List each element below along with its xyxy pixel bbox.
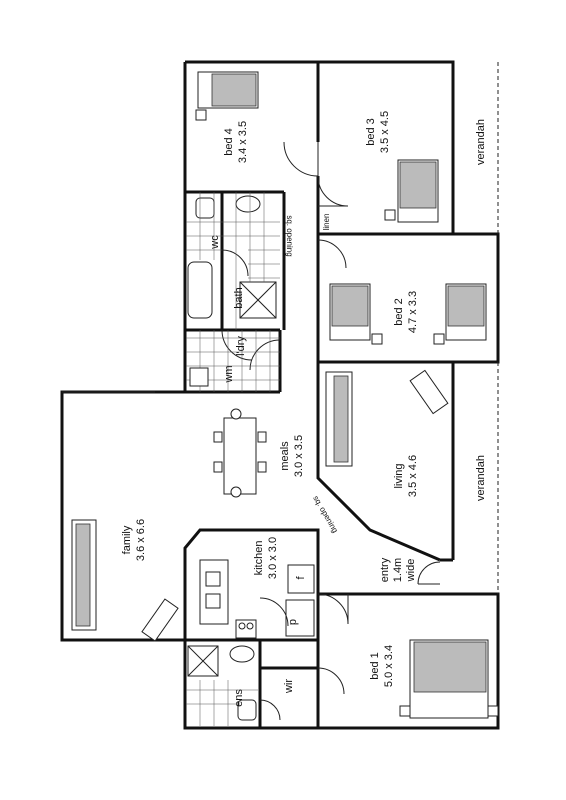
door-pantry [259,597,289,627]
label-bed1: bed 1 5.0 x 3.4 [369,645,395,687]
svg-text:bed 4: bed 4 [223,128,235,156]
svg-text:3.5 x 4.6: 3.5 x 4.6 [407,455,419,497]
svg-text:entry: entry [379,557,391,582]
door-bed2 [317,239,347,269]
label-verandah-top: verandah [475,119,487,165]
svg-text:meals: meals [279,441,291,471]
svg-text:verandah: verandah [475,455,487,501]
svg-text:sq. opening: sq. opening [285,215,294,256]
label-opening-hall: sq. opening [285,215,294,256]
svg-text:p: p [287,619,299,625]
svg-text:wir: wir [283,679,295,694]
bed3-furniture [384,159,439,223]
label-bed3: bed 3 3.5 x 4.5 [365,111,391,153]
svg-text:3.0 x 3.0: 3.0 x 3.0 [267,537,279,579]
label-living: living 3.5 x 4.6 [393,455,419,497]
bed4-furniture [195,71,259,121]
label-bed4: bed 4 3.4 x 3.5 [223,121,249,163]
svg-text:3.0 x 3.5: 3.0 x 3.5 [293,435,305,477]
svg-text:linen: linen [322,214,331,231]
wall-kitchen [183,528,320,640]
living-furniture [325,369,449,467]
door-bed4 [283,141,319,177]
svg-text:bath: bath [233,287,245,308]
door-bed3 [317,175,349,207]
bed1-furniture [399,639,499,719]
bath-fixtures [187,195,277,319]
wall-living-angled [316,392,441,562]
label-wir: wir [283,679,295,694]
svg-text:kitchen: kitchen [253,541,265,576]
ensuite-fixtures [186,645,258,726]
kitchen-fixtures [199,559,315,639]
door-wc [221,249,249,277]
svg-text:3.5 x 4.5: 3.5 x 4.5 [379,111,391,153]
door-bed1 [317,593,349,625]
svg-text:bed 2: bed 2 [393,298,405,326]
label-entry: entry 1.4m wide [379,557,417,582]
label-ens: ens [233,689,245,707]
family-furniture [71,519,179,642]
outer-wall-upper [185,60,500,392]
door-bath [221,329,253,361]
label-ldry: l'dry [235,336,247,356]
svg-text:f: f [295,576,307,580]
tile-grid [186,192,280,392]
svg-text:wide: wide [405,559,417,583]
svg-text:ens: ens [233,689,245,707]
label-wc: wc [209,235,221,250]
door-ens [259,699,281,721]
label-fridge: f [295,576,307,580]
svg-text:1.4m: 1.4m [392,558,404,582]
svg-text:family: family [121,525,133,554]
label-pantry: p [287,619,299,625]
svg-text:sq. opening: sq. opening [311,494,339,534]
svg-text:5.0 x 3.4: 5.0 x 3.4 [383,645,395,687]
label-wm: wm [223,365,235,383]
label-verandah-bottom: verandah [475,455,487,501]
label-kitchen: kitchen 3.0 x 3.0 [253,537,279,579]
svg-text:4.7 x 3.3: 4.7 x 3.3 [407,291,419,333]
svg-text:wm: wm [223,365,235,383]
outer-wall-main [60,390,500,730]
door-wir [317,667,345,695]
door-entry [417,561,441,585]
label-family: family 3.6 x 6.6 [121,519,147,561]
label-meals: meals 3.0 x 3.5 [279,435,305,477]
door-ldry [249,339,281,371]
label-linen: linen [322,214,331,231]
svg-text:3.6 x 6.6: 3.6 x 6.6 [135,519,147,561]
svg-text:3.4 x 3.5: 3.4 x 3.5 [237,121,249,163]
bed2-furniture [329,283,487,345]
svg-text:bed 1: bed 1 [369,652,381,680]
svg-text:bed 3: bed 3 [365,118,377,146]
svg-text:wc: wc [209,235,221,250]
label-bed2: bed 2 4.7 x 3.3 [393,291,419,333]
label-opening-living: sq. opening [311,494,339,534]
svg-text:l'dry: l'dry [235,336,247,356]
meals-table [213,408,267,498]
label-bath: bath [233,287,245,308]
svg-text:verandah: verandah [475,119,487,165]
svg-text:living: living [393,463,405,488]
